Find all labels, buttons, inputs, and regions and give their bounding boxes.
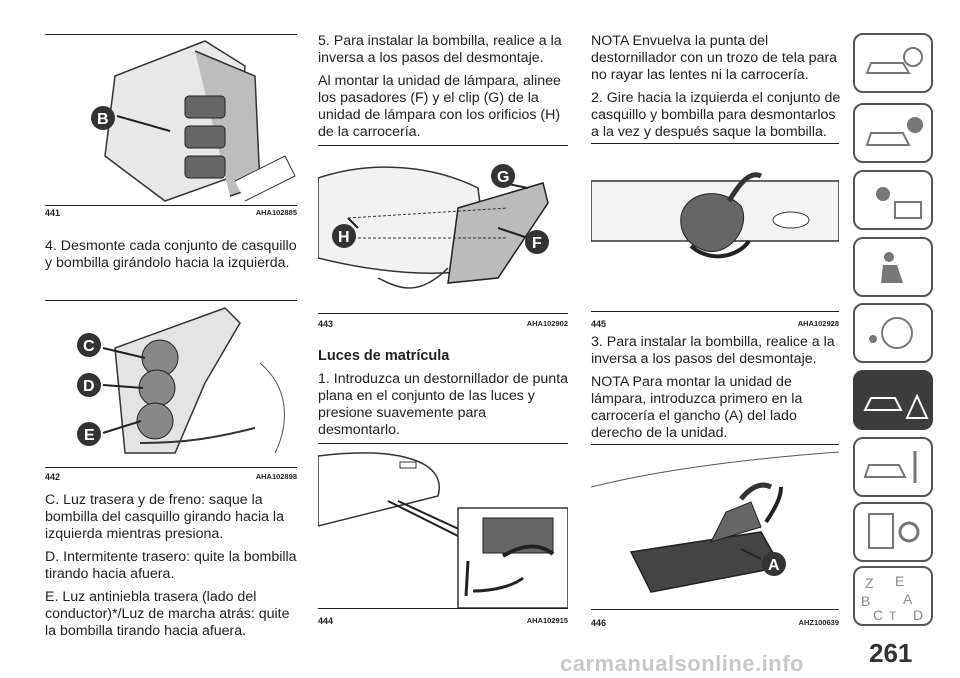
specifications-icon: [868, 513, 920, 549]
warning-lights-icon: [876, 187, 922, 219]
page-number: 261: [869, 638, 913, 668]
figure-446-lamp-hook: A: [591, 451, 839, 593]
label-d: D: [83, 378, 95, 395]
alignment-note: Al montar la unidad de lámpara, alinee l…: [318, 73, 561, 140]
label-c-marker: [77, 333, 101, 357]
figure-445-socket-rotation: [591, 172, 839, 259]
label-d-marker: [77, 373, 101, 397]
desc-c: C. Luz trasera y de freno: saque la bomb…: [45, 492, 284, 542]
tab-index[interactable]: Z E B A C T D: [853, 566, 933, 626]
bulb-descriptions: C. Luz trasera y de freno: saque la bomb…: [45, 492, 303, 646]
label-b: B: [97, 111, 109, 128]
figure-441-taillight-sockets: B: [91, 40, 296, 202]
label-a: A: [768, 557, 780, 574]
figure-442-bulb-removal: C D E: [77, 307, 285, 454]
emergency-icon: [863, 393, 929, 419]
step-4-text: 4. Desmonte cada conjunto de casquillo y…: [45, 238, 297, 271]
section-heading-license-lights: Luces de matrícula: [318, 348, 450, 364]
label-g-marker: [491, 164, 515, 188]
watermark: carmanualsonline.info: [560, 651, 804, 676]
label-e-marker: [77, 422, 101, 446]
tab-car-search[interactable]: [853, 33, 933, 93]
col2-intro: 5. Para instalar la bombilla, realice a …: [318, 33, 570, 147]
label-e: E: [84, 427, 95, 444]
label-b-marker: [91, 106, 115, 130]
desc-e: E. Luz antiniebla trasera (lado del cond…: [45, 589, 290, 639]
figure-446-caption: 446 AHZ100639: [591, 618, 839, 628]
tab-maintenance[interactable]: [853, 437, 933, 497]
tab-controls[interactable]: [853, 303, 933, 363]
step-5-text: 5. Para instalar la bombilla, realice a …: [318, 33, 562, 66]
figure-441-caption: 441 AHA102885: [45, 208, 297, 218]
figure-445-caption: 445 AHA102928: [591, 319, 839, 329]
figure-444-caption: 444 AHA102915: [318, 616, 568, 626]
index-icon: Z E B A C T D: [861, 573, 923, 623]
tab-airbag[interactable]: [853, 237, 933, 297]
figure-442-caption: 442 AHA102898: [45, 472, 297, 482]
col3-install: 3. Para instalar la bombilla, realice a …: [591, 334, 843, 448]
label-g: G: [497, 169, 509, 186]
label-h-marker: [332, 224, 356, 248]
step-2-text: 2. Gire hacia la izquierda el conjunto d…: [591, 90, 841, 140]
svg-text:B: B: [861, 593, 870, 609]
maintenance-icon: [863, 451, 917, 483]
svg-text:T: T: [889, 609, 897, 623]
note-hook: NOTA Para montar la unidad de lámpara, i…: [591, 374, 803, 441]
figure-443-caption: 443 AHA102902: [318, 319, 568, 329]
svg-text:D: D: [913, 607, 923, 623]
car-search-icon: [865, 47, 923, 74]
tab-specifications[interactable]: [853, 502, 933, 562]
figure-443-lamp-alignment: G H F: [318, 164, 549, 289]
svg-text:A: A: [903, 591, 913, 607]
steering-wheel-icon: [869, 317, 913, 349]
col3-intro: NOTA Envuelva la punta del destornillado…: [591, 33, 843, 147]
step-3-text: 3. Para instalar la bombilla, realice a …: [591, 334, 835, 367]
label-c: C: [83, 338, 95, 355]
figure-444-screwdriver-removal: [318, 452, 568, 608]
license-step-1: 1. Introduzca un destornillador de punta…: [318, 371, 569, 438]
airbag-icon: [881, 252, 903, 283]
svg-text:Z: Z: [865, 575, 874, 591]
label-h: H: [338, 229, 350, 246]
tab-emergency[interactable]: [853, 370, 933, 430]
svg-text:C: C: [873, 607, 883, 623]
label-f: F: [532, 235, 542, 252]
label-a-marker: [762, 552, 786, 576]
tab-car-info[interactable]: [853, 103, 933, 163]
svg-text:E: E: [895, 573, 904, 589]
desc-d: D. Intermitente trasero: quite la bombil…: [45, 549, 297, 582]
note-cloth: NOTA Envuelva la punta del destornillado…: [591, 33, 838, 83]
tab-warning-lights[interactable]: [853, 170, 933, 230]
car-info-icon: [865, 117, 923, 146]
label-f-marker: [525, 230, 549, 254]
